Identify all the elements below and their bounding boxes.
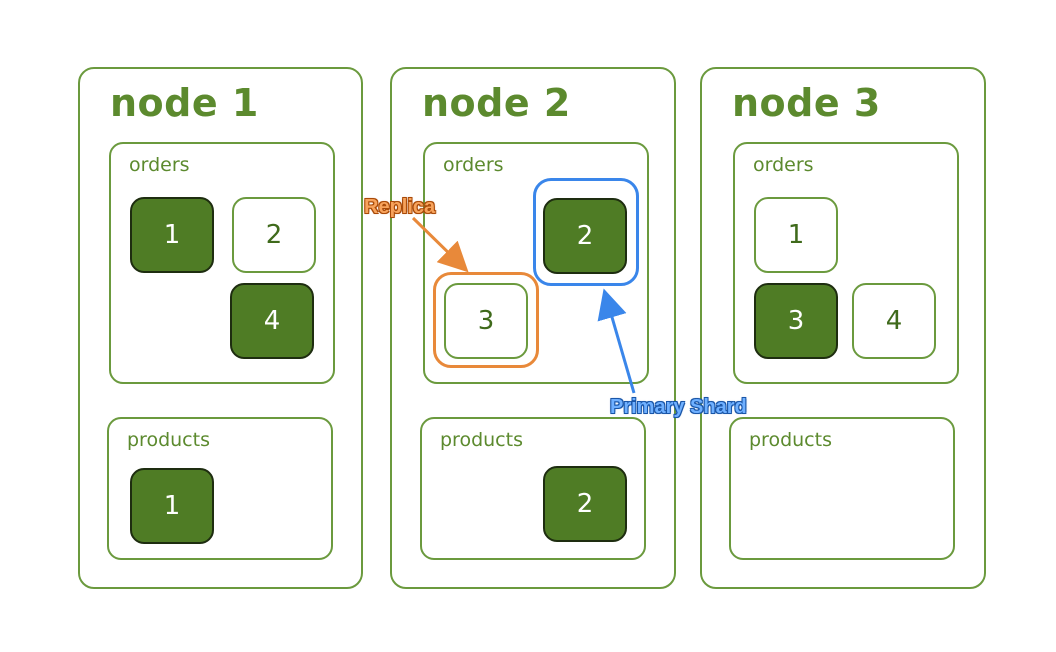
shard-primary: 2 (543, 466, 627, 542)
primary-shard-highlight (533, 178, 639, 286)
node-title: node 3 (732, 81, 881, 125)
shard-primary: 4 (230, 283, 314, 359)
shard-replica: 1 (754, 197, 838, 273)
shard-primary: 1 (130, 468, 214, 544)
shard-primary: 1 (130, 197, 214, 273)
replica-callout: Replica (364, 196, 436, 218)
node-3: node 3 orders 1 3 4 products (700, 67, 986, 589)
index-orders: orders 1 2 4 (109, 142, 335, 384)
index-products: products (729, 417, 955, 560)
shard-replica: 2 (232, 197, 316, 273)
primary-shard-callout: Primary Shard (610, 396, 747, 418)
index-label: products (440, 429, 523, 451)
node-1: node 1 orders 1 2 4 products 1 (78, 67, 363, 589)
index-products: products 1 (107, 417, 333, 560)
index-label: orders (129, 154, 190, 176)
node-title: node 2 (422, 81, 571, 125)
index-label: orders (753, 154, 814, 176)
replica-highlight (433, 272, 539, 368)
shard-primary: 2 (543, 198, 627, 274)
index-orders: orders 1 3 4 (733, 142, 959, 384)
node-title: node 1 (110, 81, 259, 125)
shard-replica: 3 (444, 283, 528, 359)
index-label: products (127, 429, 210, 451)
index-label: orders (443, 154, 504, 176)
index-products: products 2 (420, 417, 646, 560)
index-label: products (749, 429, 832, 451)
shard-primary: 3 (754, 283, 838, 359)
shard-replica: 4 (852, 283, 936, 359)
